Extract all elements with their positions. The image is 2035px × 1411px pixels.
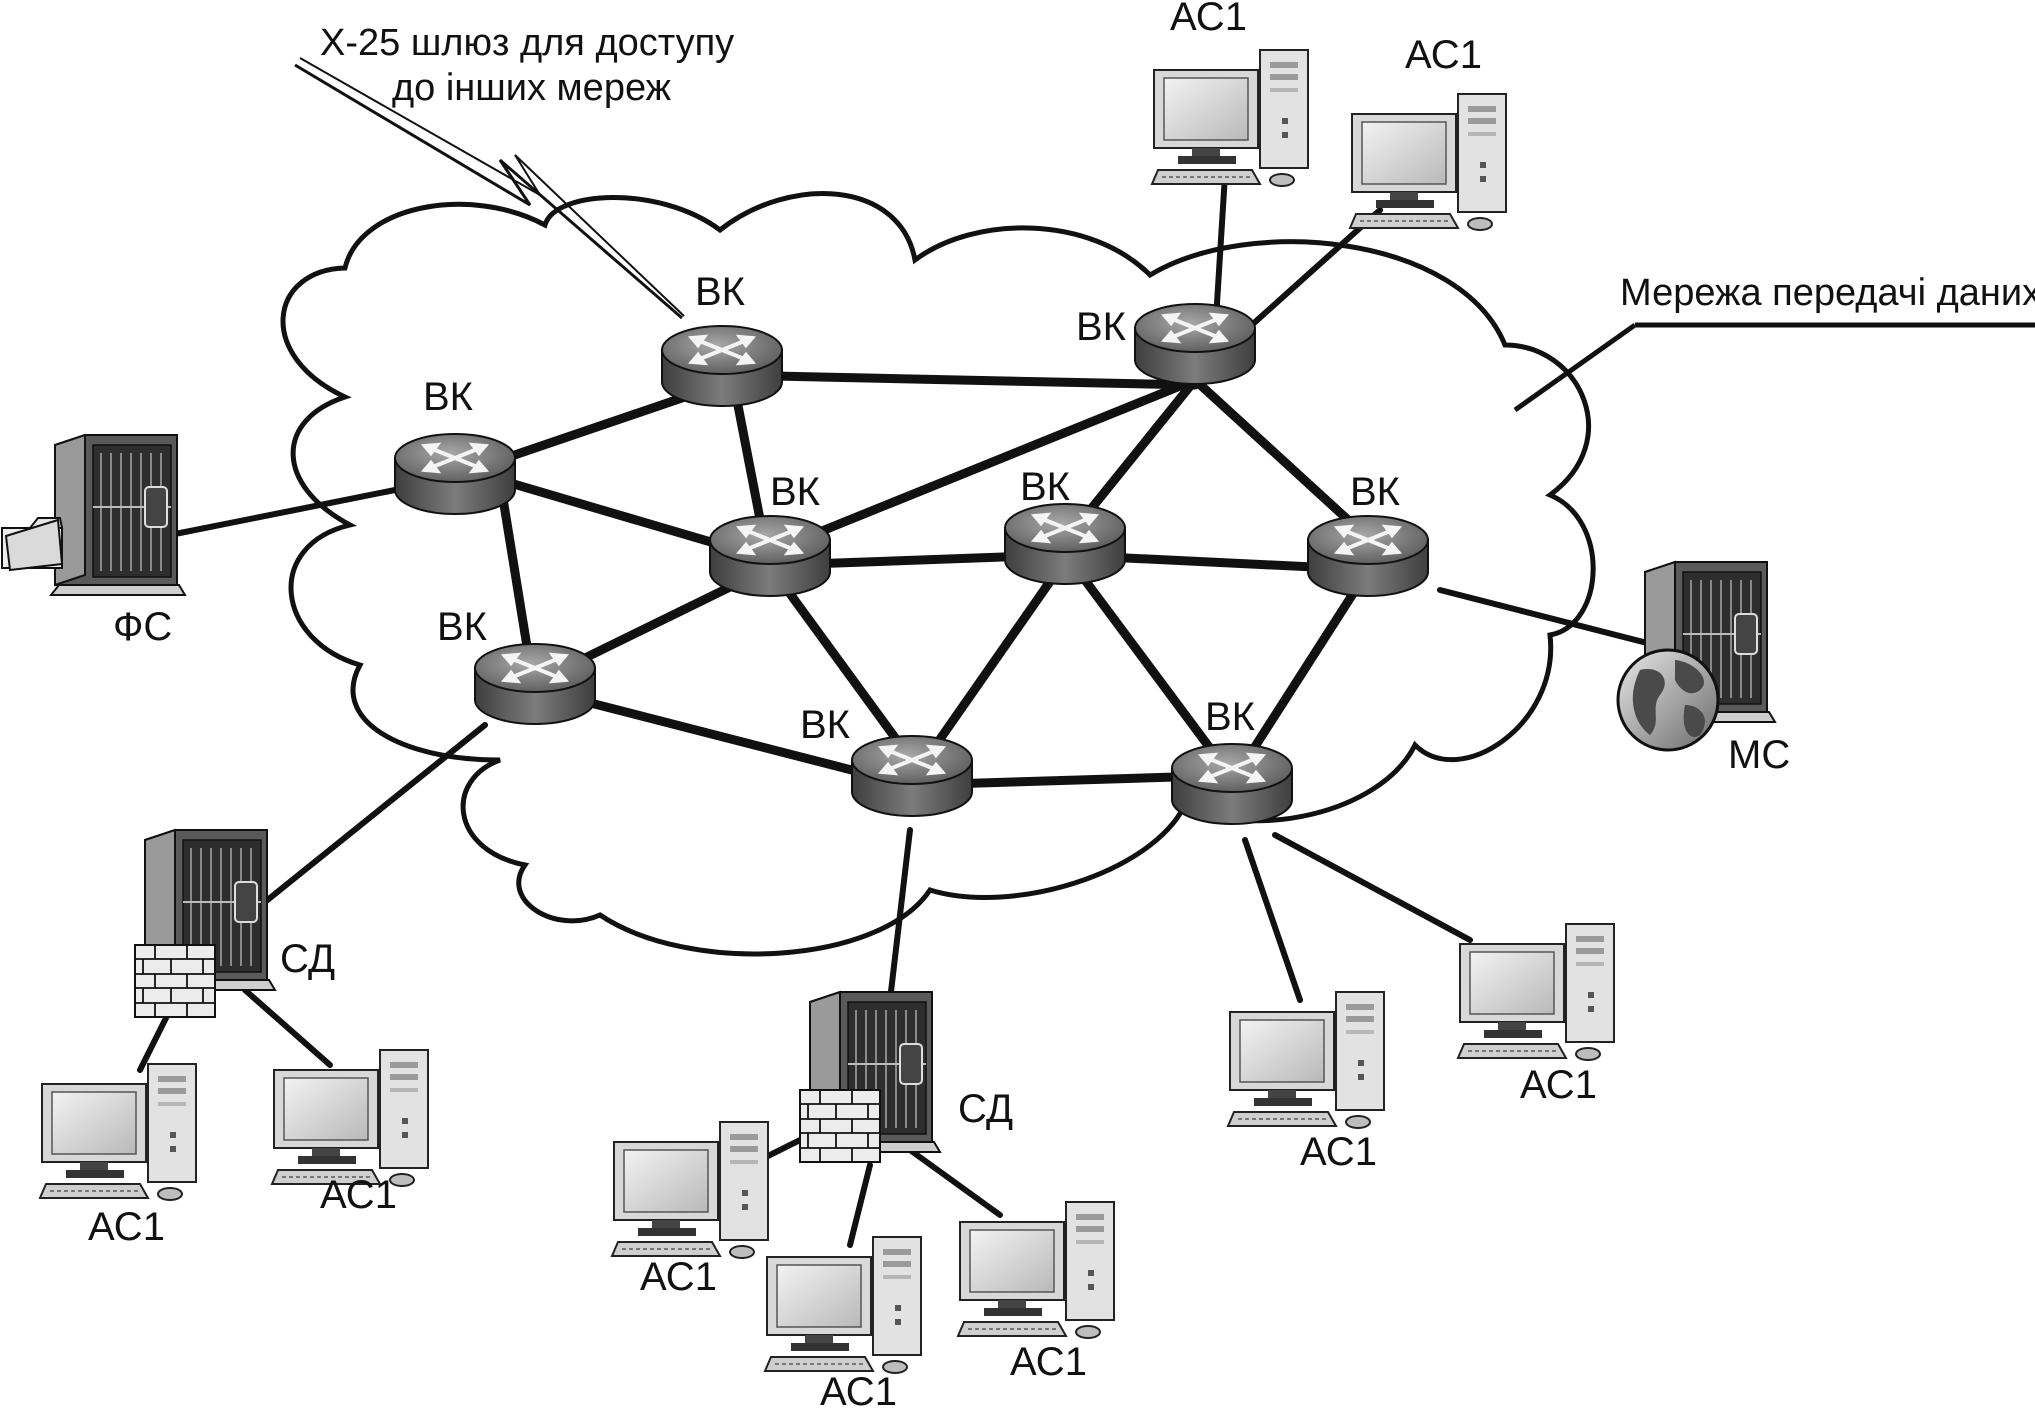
router-icon (1170, 742, 1294, 826)
workstation-label: АС1 (1300, 1130, 1377, 1174)
workstations: АС1 АС1 АС1 АС1 АС1 АС1 АС1 АС1 (39, 0, 1615, 1411)
desktop-computer-icon (1457, 923, 1615, 1061)
desktop-computer-icon (611, 1121, 769, 1259)
desktop-computer-icon (1151, 49, 1309, 187)
workstation-label: АС1 (1170, 0, 1247, 39)
desktop-computer-icon (271, 1049, 429, 1187)
mail-server: МС (1616, 561, 1790, 777)
folder-icon (1, 517, 64, 572)
workstation-label: АС1 (640, 1255, 717, 1299)
desktop-computer-icon (764, 1236, 922, 1374)
router-node (473, 642, 597, 726)
network-pointer-line (1513, 322, 1637, 413)
tower-server-icon (50, 434, 186, 596)
router-node (393, 432, 517, 516)
gateway-lightning (294, 57, 685, 320)
mail-server-label: МС (1728, 733, 1790, 777)
workstation-node: АС1 (1349, 33, 1507, 231)
router-icon (1003, 502, 1127, 586)
router-icon (1133, 302, 1257, 386)
network-label: Мережа передачі даних (1620, 272, 2035, 314)
workstation-label: АС1 (820, 1370, 897, 1411)
router-label: ВК (423, 375, 474, 419)
router-node (850, 734, 974, 818)
workstation-node: АС1 (611, 1121, 769, 1299)
router-icon (393, 432, 517, 516)
router-label: ВК (1205, 695, 1256, 739)
router-label: ВК (800, 703, 851, 747)
desktop-computer-icon (957, 1201, 1115, 1339)
gateway-label-line2: до інших мереж (392, 67, 672, 109)
workstation-label: АС1 (1405, 33, 1482, 77)
gateway-label-line1: X-25 шлюз для доступу (320, 22, 734, 64)
workstation-node: АС1 (1227, 991, 1385, 1174)
access-server-bottom: СД (799, 991, 1013, 1163)
router-node (1306, 514, 1430, 598)
firewall-brick-icon (799, 1089, 881, 1163)
workstation-label: АС1 (320, 1173, 397, 1217)
router-node (1003, 502, 1127, 586)
workstation-label: АС1 (1010, 1340, 1087, 1384)
router-icon (708, 514, 832, 598)
router-label: ВК (770, 470, 821, 514)
router-labels: ВК ВК ВК ВК ВК ВК ВК ВК ВК (423, 270, 1401, 747)
workstation-node: АС1 (1151, 0, 1309, 187)
router-node (660, 324, 784, 408)
firewall-brick-icon (134, 944, 216, 1018)
access-server-left: СД (134, 829, 335, 1018)
globe-icon (1616, 648, 1720, 752)
router-node (1170, 742, 1294, 826)
router-label: ВК (437, 605, 488, 649)
router-label: ВК (1076, 305, 1127, 349)
router-label: ВК (695, 270, 746, 314)
router-label: ВК (1350, 470, 1401, 514)
workstation-label: АС1 (1520, 1063, 1597, 1107)
router-node (1133, 302, 1257, 386)
router-icon (660, 324, 784, 408)
desktop-computer-icon (1227, 991, 1385, 1129)
workstation-node: АС1 (39, 1063, 197, 1249)
workstation-node: АС1 (764, 1236, 922, 1411)
desktop-computer-icon (1349, 93, 1507, 231)
router-icon (473, 642, 597, 726)
workstation-node: АС1 (957, 1201, 1115, 1384)
access-server-label: СД (280, 937, 335, 981)
file-server: ФС (1, 434, 186, 649)
access-server-label: СД (958, 1087, 1013, 1131)
router-label: ВК (1020, 465, 1071, 509)
router-icon (1306, 514, 1430, 598)
workstation-node: АС1 (271, 1049, 429, 1217)
file-server-label: ФС (113, 605, 172, 649)
router-node (708, 514, 832, 598)
router-icon (850, 734, 974, 818)
workstation-node: АС1 (1457, 923, 1615, 1107)
workstation-label: АС1 (88, 1205, 165, 1249)
desktop-computer-icon (39, 1063, 197, 1201)
